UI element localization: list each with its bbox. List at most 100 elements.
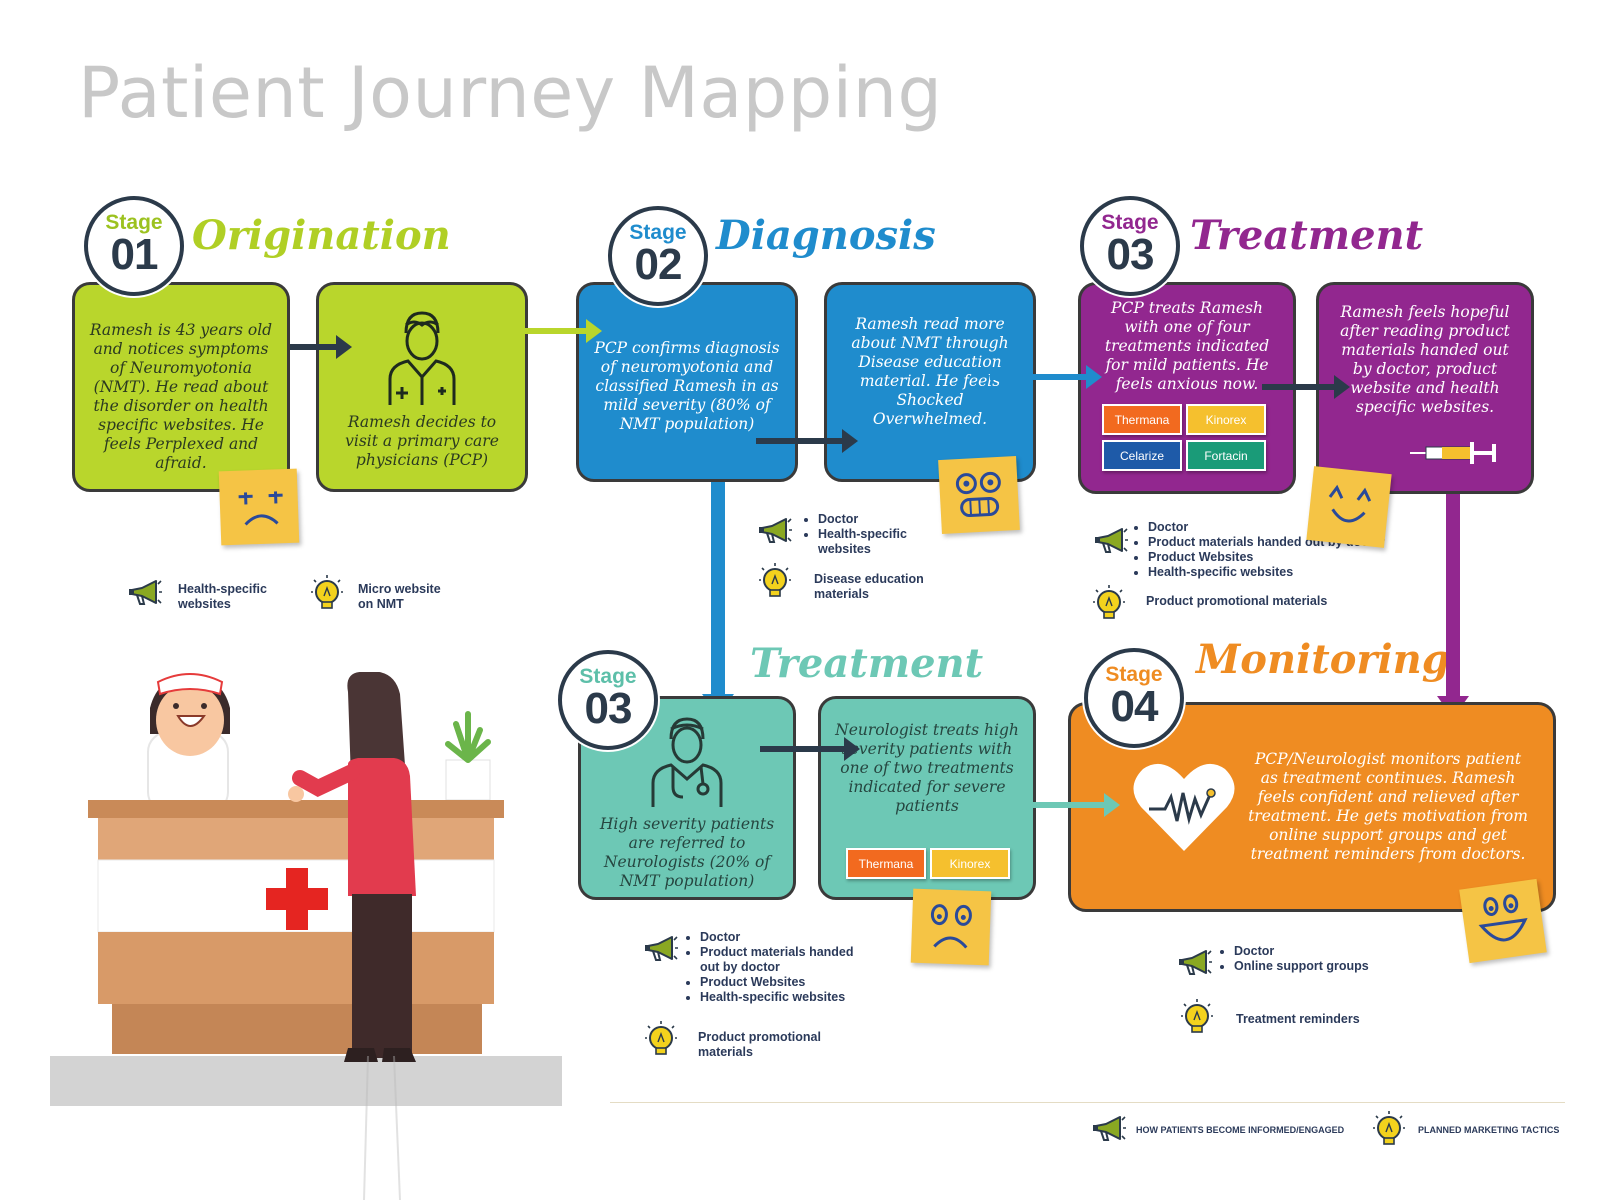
- stage-name-origination: Origination: [192, 212, 451, 259]
- lightbulb-icon: [758, 562, 792, 597]
- worried-face-icon: [930, 904, 972, 949]
- origination-informed: Health-specific websites: [178, 582, 267, 611]
- page-title: Patient Journey Mapping: [78, 52, 943, 134]
- shocked-face-icon: [955, 471, 1001, 518]
- treatment-text-1: PCP treats Ramesh with one of four treat…: [1104, 299, 1270, 393]
- severe-text-1: High severity patients are referred to N…: [599, 815, 775, 890]
- severe-tactic: Product promotional materials: [698, 1030, 821, 1059]
- list-item: Doctor: [700, 930, 864, 945]
- diagnosis-text-1: PCP confirms diagnosis of neuromyotonia …: [594, 338, 780, 433]
- treatment-box-2: Ramesh feels hopeful after reading produ…: [1316, 282, 1534, 494]
- stage-name-treatment-severe: Treatment: [750, 640, 984, 687]
- tag-kinorex: Kinorex: [1186, 404, 1266, 435]
- megaphone-icon: [758, 518, 792, 543]
- origination-box-1: Ramesh is 43 years old and notices sympt…: [72, 282, 290, 492]
- footer-tactics-label: PLANNED MARKETING TACTICS: [1418, 1125, 1560, 1135]
- tag-fortacin: Fortacin: [1186, 440, 1266, 471]
- treatment-tactic: Product promotional materials: [1146, 594, 1328, 608]
- stage-label: Stage: [1105, 663, 1163, 686]
- stage-name-monitoring: Monitoring: [1196, 636, 1450, 683]
- arrow-treatment: [1262, 375, 1350, 399]
- happy-face-icon: [1478, 894, 1528, 942]
- sad-face-icon: [238, 491, 283, 526]
- severe-informed: Doctor Product materials handed out by d…: [684, 930, 864, 1005]
- stage-label: Stage: [105, 211, 163, 234]
- lightbulb-icon: [1372, 1110, 1406, 1145]
- diagnosis-informed: Doctor Health-specific websites: [802, 512, 932, 557]
- list-item: Health-specific websites: [1148, 565, 1402, 580]
- stage-badge-02: Stage 02: [608, 206, 708, 306]
- sticky-worried: [910, 888, 992, 966]
- tag-thermana: Thermana: [1102, 404, 1182, 435]
- monitoring-text: PCP/Neurologist monitors patient as trea…: [1248, 750, 1528, 863]
- medical-cross-icon: [266, 868, 328, 930]
- neurologist-icon: [651, 717, 723, 807]
- nurse-figure: [147, 673, 230, 813]
- stage-number: 03: [1106, 230, 1155, 279]
- stage-name-treatment-mild: Treatment: [1190, 212, 1424, 259]
- arrow-diagnosis: [756, 429, 858, 453]
- arrow-severe: [760, 737, 860, 761]
- stage-number: 01: [110, 230, 159, 279]
- diagnosis-box-2: Ramesh read more about NMT through Disea…: [824, 282, 1036, 482]
- diagnosis-box-1: PCP confirms diagnosis of neuromyotonia …: [576, 282, 798, 482]
- list-item: Product Websites: [700, 975, 864, 990]
- arrow-to-diagnosis: [518, 319, 602, 343]
- list-item: Doctor: [1234, 944, 1388, 959]
- doctor-icon: [388, 310, 456, 405]
- list-item: Doctor: [818, 512, 932, 527]
- stage-label: Stage: [579, 665, 637, 688]
- footer-divider: [610, 1102, 1565, 1103]
- sticky-afraid: [218, 468, 300, 546]
- sticky-confident: [1459, 878, 1547, 964]
- stage-label: Stage: [629, 221, 687, 244]
- lightbulb-icon: [310, 574, 344, 609]
- reception-illustration: [50, 672, 562, 1200]
- treatment-informed: Doctor Product materials handed out by d…: [1132, 520, 1402, 580]
- plant-icon: [445, 711, 491, 801]
- arrow-origination: [290, 335, 352, 359]
- sticky-shocked: [938, 456, 1020, 534]
- megaphone-icon: [1094, 528, 1128, 553]
- list-item: Product Websites: [1148, 550, 1402, 565]
- stage-badge-04: Stage 04: [1084, 648, 1184, 748]
- origination-text-1: Ramesh is 43 years old and notices sympt…: [89, 321, 273, 472]
- tag-celarize: Celarize: [1102, 440, 1182, 471]
- stage-badge-03-mild: Stage 03: [1080, 196, 1180, 296]
- stage-badge-01: Stage 01: [84, 196, 184, 296]
- diagnosis-text-2: Ramesh read more about NMT through Disea…: [851, 315, 1009, 428]
- megaphone-icon: [1092, 1116, 1126, 1141]
- list-item: Health-specific websites: [818, 527, 932, 557]
- monitoring-informed: Doctor Online support groups: [1218, 944, 1388, 974]
- monitoring-tactic: Treatment reminders: [1236, 1012, 1360, 1026]
- list-item: Product materials handed out by doctor: [700, 945, 864, 975]
- origination-tactic: Micro website on NMT: [358, 582, 441, 611]
- megaphone-icon: [1178, 950, 1212, 975]
- stage-badge-03-severe: Stage 03: [558, 650, 658, 750]
- hopeful-face-icon: [1328, 484, 1372, 523]
- arrow-to-treatment: [990, 365, 1102, 389]
- lightbulb-icon: [1092, 584, 1126, 619]
- stage-number: 03: [584, 684, 633, 733]
- sticky-anxious: [1306, 466, 1392, 548]
- tag-thermana: Thermana: [846, 848, 926, 879]
- megaphone-icon: [128, 580, 162, 605]
- lightbulb-icon: [1180, 998, 1214, 1033]
- origination-box-2: Ramesh decides to visit a primary care p…: [316, 282, 528, 492]
- origination-text-2: Ramesh decides to visit a primary care p…: [345, 412, 499, 469]
- stage-number: 02: [634, 240, 683, 289]
- list-item: Health-specific websites: [700, 990, 864, 1005]
- tag-kinorex: Kinorex: [930, 848, 1010, 879]
- arrow-to-monitoring: [1437, 486, 1469, 718]
- arrow-to-severe: [702, 470, 734, 716]
- list-item: Doctor: [1148, 520, 1402, 535]
- megaphone-icon: [644, 936, 678, 961]
- severe-text-2: Neurologist treats high severity patient…: [835, 721, 1019, 815]
- stage-name-diagnosis: Diagnosis: [716, 212, 936, 259]
- diagnosis-tactic: Disease education materials: [814, 572, 924, 601]
- patient-figure: [288, 672, 416, 1200]
- treatment-text-2: Ramesh feels hopeful after reading produ…: [1340, 303, 1510, 416]
- footer-informed-label: HOW PATIENTS BECOME INFORMED/ENGAGED: [1136, 1125, 1345, 1135]
- list-item: Online support groups: [1234, 959, 1388, 974]
- stage-number: 04: [1110, 682, 1159, 731]
